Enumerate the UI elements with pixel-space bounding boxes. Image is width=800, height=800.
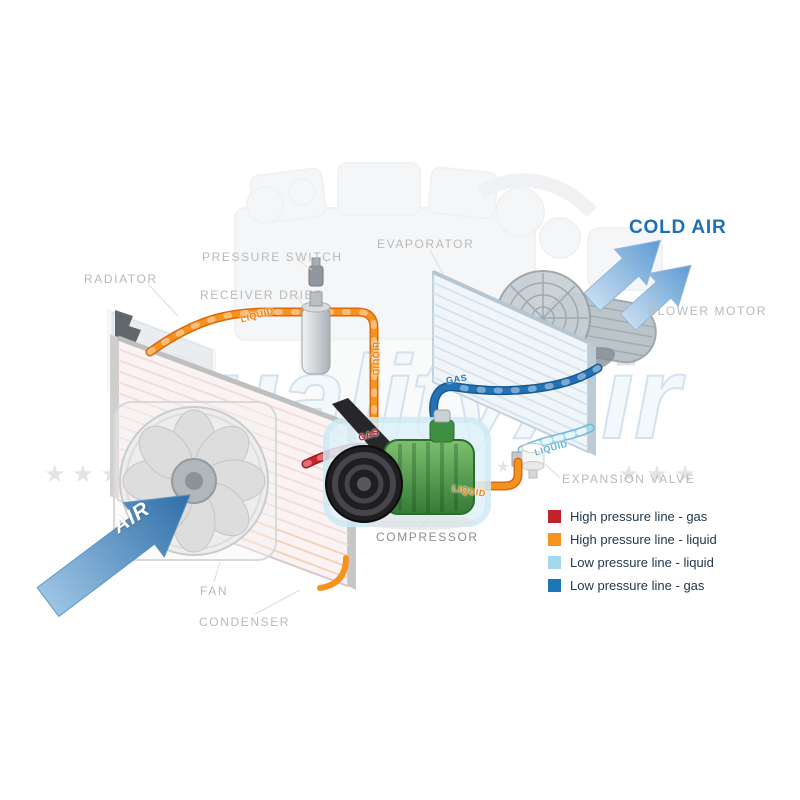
pipe-high-pressure-liquid [145, 307, 523, 491]
cold-air-arrows [583, 239, 692, 331]
legend-swatch-low-liquid [548, 556, 561, 569]
compressor-graphic [323, 398, 491, 530]
legend-row-low-liquid: Low pressure line - liquid [548, 555, 717, 570]
pipe-low-pressure-gas [429, 363, 603, 431]
legend-swatch-high-gas [548, 510, 561, 523]
label-radiator: RADIATOR [84, 272, 158, 286]
label-condenser: CONDENSER [199, 615, 291, 629]
legend-swatch-low-gas [548, 579, 561, 592]
label-blower-motor: BLOWER MOTOR [648, 304, 767, 318]
pipe-label-liquid-vertical: LIQUID [371, 342, 381, 377]
legend-label-high-gas: High pressure line - gas [570, 509, 708, 524]
label-fan: FAN [200, 584, 229, 598]
legend-row-high-gas: High pressure line - gas [548, 509, 717, 524]
fan-graphic [113, 401, 277, 561]
legend-row-high-liquid: High pressure line - liquid [548, 532, 717, 547]
label-expansion-valve: EXPANSION VALVE [562, 472, 696, 486]
legend-label-high-liquid: High pressure line - liquid [570, 532, 717, 547]
legend-swatch-high-liquid [548, 533, 561, 546]
watermark-stars-right: ★ ★ ★ [618, 461, 696, 488]
pressure-switch-graphic [308, 257, 324, 287]
compressor-pulley [325, 445, 403, 523]
receiver-drier-graphic [301, 291, 331, 375]
legend-row-low-gas: Low pressure line - gas [548, 578, 717, 593]
legend-label-low-gas: Low pressure line - gas [570, 578, 705, 593]
radiator-bracket [115, 310, 141, 344]
label-receiver-drier: RECEIVER DRIER [200, 288, 325, 302]
compressor-bracket [332, 398, 396, 458]
label-evaporator: EVAPORATOR [377, 237, 475, 251]
watermark-stars-left: ★ ★ ★ [44, 461, 122, 488]
air-arrow [36, 494, 191, 618]
watermark-star: ★ [496, 459, 510, 476]
fan-blades [122, 409, 266, 553]
legend-label-low-liquid: Low pressure line - liquid [570, 555, 714, 570]
label-pressure-switch: PRESSURE SWITCH [202, 250, 343, 264]
label-leader-lines [147, 249, 647, 615]
label-cold-air: COLD AIR [629, 217, 727, 238]
legend: High pressure line - gas High pressure l… [548, 509, 717, 601]
label-compressor: COMPRESSOR [376, 530, 479, 544]
